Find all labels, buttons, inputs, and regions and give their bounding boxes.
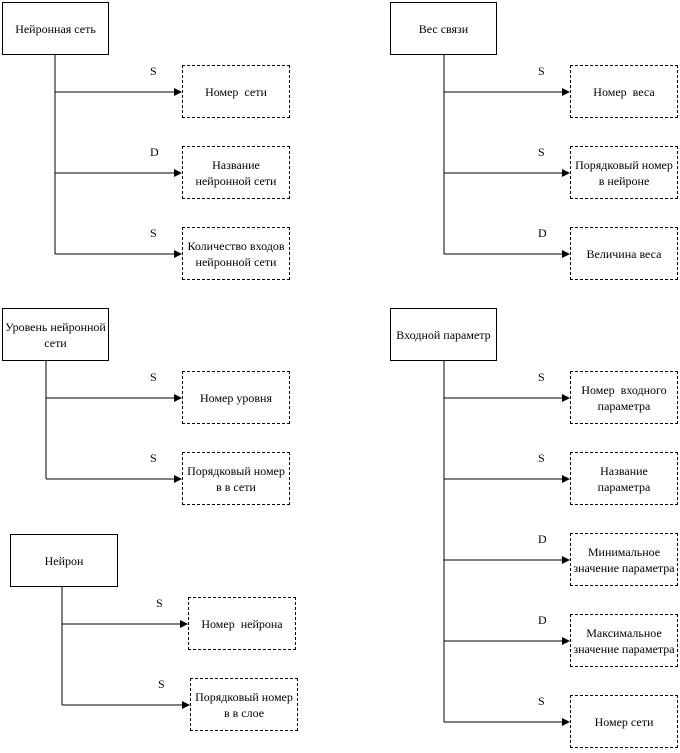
attribute-box: Номер нейрона: [188, 597, 296, 650]
attribute-type-tag: S: [150, 226, 157, 240]
entity-box-weight: Вес связи: [390, 2, 497, 55]
attribute-box: Порядковый номер в в сети: [182, 452, 290, 505]
attribute-box: Номер веса: [570, 65, 678, 118]
attribute-label: Название параметра: [597, 463, 651, 494]
attribute-label: Номер уровня: [200, 390, 272, 405]
attribute-type-tag: S: [156, 596, 163, 610]
attribute-box: Величина веса: [570, 227, 678, 280]
entity-label: Вес связи: [418, 21, 469, 36]
attribute-box: Название нейронной сети: [182, 146, 290, 199]
attribute-box: Номер сети: [182, 65, 290, 118]
attribute-label: Порядковый номер в нейроне: [575, 157, 676, 188]
entity-box-input: Входной параметр: [390, 308, 497, 361]
attribute-type-tag: S: [538, 451, 545, 465]
attribute-type-tag: D: [150, 145, 159, 159]
attribute-box: Количество входов нейронной сети: [182, 227, 290, 280]
attribute-type-tag: S: [150, 451, 157, 465]
attribute-box: Номер уровня: [182, 371, 290, 424]
attribute-box: Минимальное значение параметра: [570, 533, 678, 586]
entity-box-neuron: Нейрон: [10, 534, 118, 587]
attribute-type-tag: S: [150, 370, 157, 384]
attribute-box: Порядковый номер в в слое: [190, 678, 298, 731]
attribute-label: Название нейронной сети: [195, 157, 277, 188]
attribute-label: Номер сети: [205, 84, 267, 99]
attribute-box: Номер сети: [570, 695, 678, 748]
attribute-type-tag: S: [158, 677, 165, 691]
attribute-label: Порядковый номер в в слое: [195, 689, 296, 720]
entity-box-network: Нейронная сеть: [2, 2, 109, 55]
attribute-label: Номер нейрона: [201, 616, 283, 631]
attribute-type-tag: D: [538, 613, 547, 627]
entity-label: Уровень нейронной сети: [5, 319, 106, 350]
attribute-type-tag: S: [538, 145, 545, 159]
attribute-label: Максимальное значение параметра: [573, 625, 675, 656]
entity-label: Нейрон: [44, 553, 84, 568]
attribute-label: Величина веса: [586, 246, 662, 261]
attribute-box: Название параметра: [570, 452, 678, 505]
attribute-type-tag: S: [538, 694, 545, 708]
attribute-type-tag: D: [538, 226, 547, 240]
entity-label: Входной параметр: [396, 327, 491, 342]
attribute-box: Номер входного параметра: [570, 371, 678, 424]
attribute-type-tag: S: [150, 64, 157, 78]
attribute-label: Номер входного параметра: [581, 382, 670, 413]
attribute-label: Порядковый номер в в сети: [187, 463, 288, 494]
attribute-label: Минимальное значение параметра: [573, 544, 675, 575]
attribute-type-tag: S: [538, 370, 545, 384]
entity-box-layer: Уровень нейронной сети: [2, 308, 109, 361]
attribute-label: Количество входов нейронной сети: [187, 238, 288, 269]
attribute-label: Номер сети: [594, 714, 654, 729]
entity-label: Нейронная сеть: [15, 21, 96, 36]
attribute-box: Порядковый номер в нейроне: [570, 146, 678, 199]
attribute-label: Номер веса: [593, 84, 655, 99]
attribute-type-tag: S: [538, 64, 545, 78]
attribute-box: Максимальное значение параметра: [570, 614, 678, 667]
attribute-type-tag: D: [538, 532, 547, 546]
